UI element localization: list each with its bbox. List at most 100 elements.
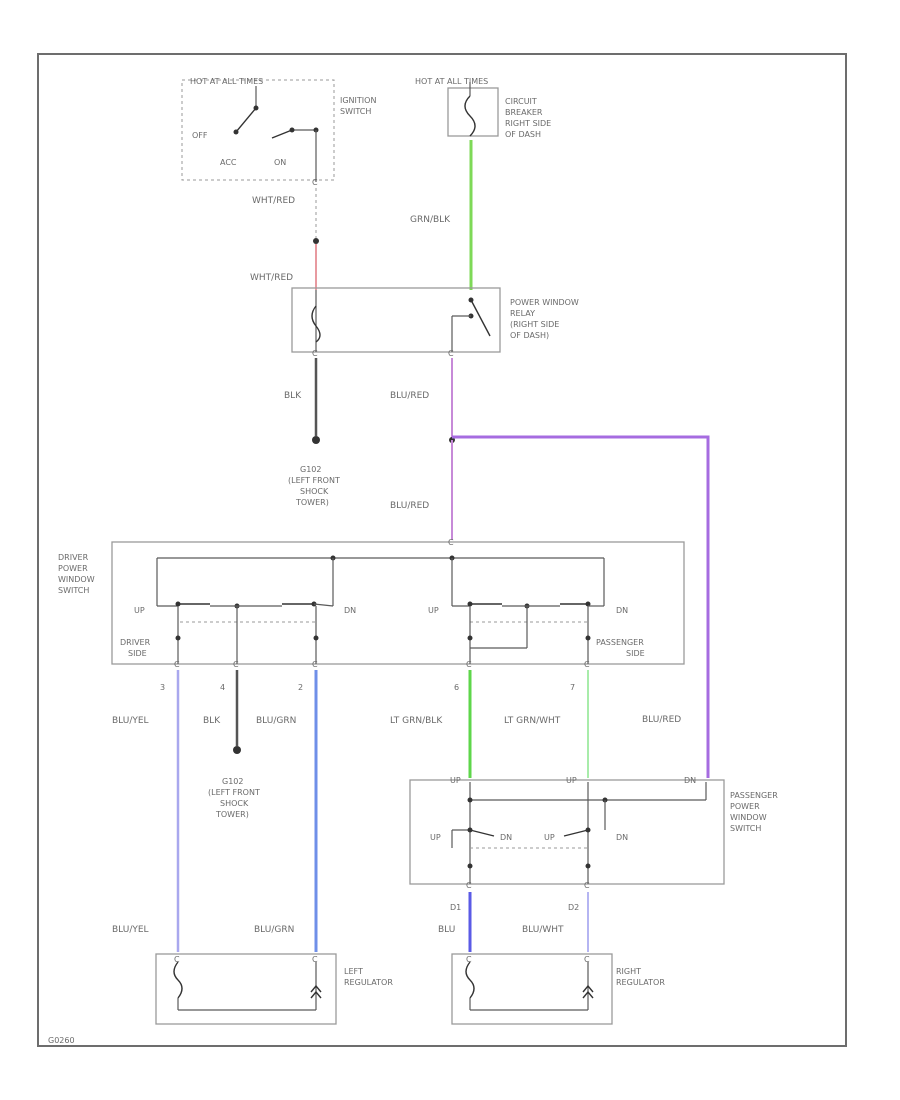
svg-text:SIDE: SIDE bbox=[128, 649, 147, 658]
svg-text:SWITCH: SWITCH bbox=[58, 586, 89, 595]
svg-text:SWITCH: SWITCH bbox=[340, 107, 371, 116]
pass-switch-up-label-2: UP bbox=[544, 833, 555, 842]
grn-blk-label: GRN/BLK bbox=[410, 215, 451, 225]
relay-coil bbox=[311, 305, 321, 343]
blu-wht-label: BLU/WHT bbox=[522, 925, 564, 935]
blu-yel-label-2: BLU/YEL bbox=[112, 925, 149, 935]
right-regulator-motor-winding bbox=[465, 961, 475, 999]
svg-text:OF DASH): OF DASH) bbox=[510, 331, 549, 340]
svg-text:RELAY: RELAY bbox=[510, 309, 535, 318]
passenger-dn-label: DN bbox=[616, 606, 628, 615]
driver-switch-label: DRIVER POWER WINDOW SWITCH bbox=[58, 553, 95, 595]
left-regulator-box bbox=[155, 953, 337, 1025]
pin-4: 4 bbox=[220, 683, 225, 692]
svg-text:PASSENGER: PASSENGER bbox=[730, 791, 778, 800]
ground-label-1: G102 (LEFT FRONT SHOCK TOWER) bbox=[288, 465, 340, 507]
svg-text:C: C bbox=[448, 538, 454, 547]
driver-power-window-switch-box bbox=[111, 541, 685, 665]
svg-text:C: C bbox=[466, 660, 472, 669]
blk-label-2: BLK bbox=[203, 716, 221, 726]
pin-3: 3 bbox=[160, 683, 165, 692]
svg-text:PASSENGER: PASSENGER bbox=[596, 638, 644, 647]
svg-text:C: C bbox=[466, 881, 472, 890]
svg-text:C: C bbox=[584, 881, 590, 890]
svg-text:UP: UP bbox=[450, 776, 461, 785]
svg-text:C: C bbox=[174, 660, 180, 669]
svg-text:(LEFT FRONT: (LEFT FRONT bbox=[288, 476, 340, 485]
pass-switch-dn-label-1: DN bbox=[500, 833, 512, 842]
svg-text:DRIVER: DRIVER bbox=[58, 553, 89, 562]
svg-text:REGULATOR: REGULATOR bbox=[344, 978, 393, 987]
svg-text:C: C bbox=[584, 955, 590, 964]
blu-yel-label-1: BLU/YEL bbox=[112, 716, 149, 726]
svg-text:DN: DN bbox=[684, 776, 696, 785]
ignition-switch-label: IGNITION SWITCH bbox=[340, 96, 376, 116]
left-regulator-breaker-icon bbox=[310, 984, 322, 999]
svg-text:C: C bbox=[312, 660, 318, 669]
svg-text:C: C bbox=[448, 349, 454, 358]
svg-text:DRIVER: DRIVER bbox=[120, 638, 151, 647]
svg-text:POWER: POWER bbox=[730, 802, 760, 811]
svg-text:TOWER): TOWER) bbox=[215, 810, 249, 819]
pin-6: 6 bbox=[454, 683, 459, 692]
pin-d1: D1 bbox=[450, 903, 461, 912]
circuit-breaker-element bbox=[464, 95, 476, 137]
blu-red-label-3: BLU/RED bbox=[642, 715, 681, 725]
driver-up-label: UP bbox=[134, 606, 145, 615]
svg-text:C: C bbox=[174, 955, 180, 964]
svg-text:WINDOW: WINDOW bbox=[730, 813, 767, 822]
svg-text:REGULATOR: REGULATOR bbox=[616, 978, 665, 987]
wht-red-label-2: WHT/RED bbox=[250, 273, 293, 283]
svg-text:C: C bbox=[466, 955, 472, 964]
hot-power-label-right: HOT AT ALL TIMES bbox=[415, 77, 488, 86]
lt-grn-blk-label: LT GRN/BLK bbox=[390, 716, 443, 726]
svg-text:OF DASH: OF DASH bbox=[505, 130, 541, 139]
svg-text:POWER: POWER bbox=[58, 564, 88, 573]
pin-7: 7 bbox=[570, 683, 575, 692]
off-label: OFF bbox=[192, 131, 208, 140]
lt-grn-wht-label: LT GRN/WHT bbox=[504, 716, 561, 726]
blk-label-1: BLK bbox=[284, 391, 302, 401]
blu-grn-label-1: BLU/GRN bbox=[256, 716, 296, 726]
driver-dn-label: DN bbox=[344, 606, 356, 615]
svg-text:SHOCK: SHOCK bbox=[300, 487, 329, 496]
relay-contact bbox=[470, 299, 491, 337]
blu-grn-label-2: BLU/GRN bbox=[254, 925, 294, 935]
svg-text:SWITCH: SWITCH bbox=[730, 824, 761, 833]
svg-text:G102: G102 bbox=[300, 465, 321, 474]
svg-text:RIGHT SIDE: RIGHT SIDE bbox=[505, 119, 551, 128]
passenger-switch-label: PASSENGER POWER WINDOW SWITCH bbox=[730, 791, 778, 833]
svg-text:UP: UP bbox=[566, 776, 577, 785]
svg-text:IGNITION: IGNITION bbox=[340, 96, 376, 105]
svg-text:C: C bbox=[312, 955, 318, 964]
passenger-side-label: PASSENGER SIDE bbox=[596, 638, 645, 658]
right-regulator-box bbox=[451, 953, 613, 1025]
power-window-relay-label: POWER WINDOW RELAY (RIGHT SIDE OF DASH) bbox=[510, 298, 579, 340]
power-window-relay-box bbox=[291, 287, 501, 353]
pass-switch-dn-label-2: DN bbox=[616, 833, 628, 842]
diagram-frame bbox=[37, 53, 847, 1047]
blu-red-label-2: BLU/RED bbox=[390, 501, 429, 511]
svg-text:C: C bbox=[584, 660, 590, 669]
pin-2: 2 bbox=[298, 683, 303, 692]
svg-text:(RIGHT SIDE: (RIGHT SIDE bbox=[510, 320, 559, 329]
hot-power-label-left: HOT AT ALL TIMES bbox=[190, 77, 263, 86]
right-regulator-breaker-icon bbox=[582, 984, 594, 999]
blu-red-label-1: BLU/RED bbox=[390, 391, 429, 401]
svg-text:C: C bbox=[312, 349, 318, 358]
circuit-breaker-box bbox=[447, 87, 499, 137]
svg-text:CIRCUIT: CIRCUIT bbox=[505, 97, 537, 106]
svg-text:RIGHT: RIGHT bbox=[616, 967, 641, 976]
left-regulator-motor-winding bbox=[173, 961, 183, 999]
svg-text:C: C bbox=[312, 178, 318, 187]
passenger-up-label: UP bbox=[428, 606, 439, 615]
pass-switch-up-label-1: UP bbox=[430, 833, 441, 842]
svg-text:WINDOW: WINDOW bbox=[58, 575, 95, 584]
ground-label-2: G102 (LEFT FRONT SHOCK TOWER) bbox=[208, 777, 260, 819]
wht-red-connector bbox=[313, 238, 319, 244]
right-regulator-label: RIGHT REGULATOR bbox=[616, 967, 665, 987]
acc-label: ACC bbox=[220, 158, 237, 167]
ground-g102-2 bbox=[233, 746, 241, 754]
left-regulator-label: LEFT REGULATOR bbox=[344, 967, 393, 987]
